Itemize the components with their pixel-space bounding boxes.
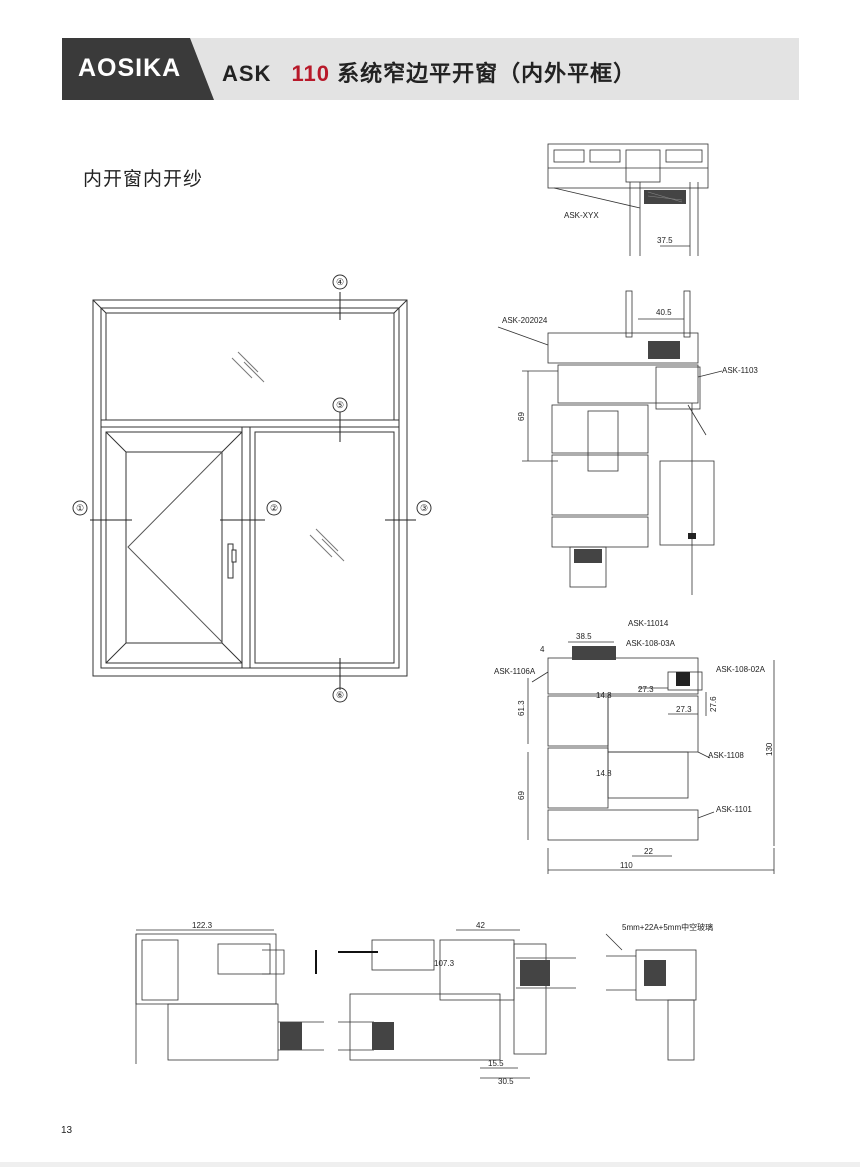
- dim-130: 130: [765, 742, 774, 756]
- marker-2: ②: [270, 503, 278, 513]
- label-ask-xyx: ASK-XYX: [564, 211, 599, 220]
- dim-42: 42: [476, 921, 485, 930]
- marker-6: ⑥: [336, 690, 344, 700]
- label-ask-202024: ASK-202024: [502, 316, 548, 325]
- dim-61-3: 61.3: [517, 700, 526, 716]
- label-ask-1106a: ASK-1106A: [494, 667, 536, 676]
- page-title: ASK 110 系统窄边平开窗（内外平框）: [222, 56, 636, 88]
- marker-1: ①: [76, 503, 84, 513]
- section-detail-middle: ASK-202024 ASK-1103 40.5 69: [497, 290, 758, 595]
- section-detail-lower: ASK-11014 ASK-108-03A ASK-1106A ASK-108-…: [494, 619, 775, 874]
- dim-69-mid: 69: [517, 412, 526, 421]
- marker-4: ④: [336, 277, 344, 287]
- marker-3: ③: [420, 503, 428, 513]
- dim-27-3-a: 27.3: [638, 685, 654, 694]
- label-ask-108-03a: ASK-108-03A: [626, 639, 676, 648]
- dim-107-3: 107.3: [434, 959, 455, 968]
- dim-14-8-b: 14.8: [596, 769, 612, 778]
- window-elevation: ④ ⑤ ⑥ ① ② ③: [72, 274, 432, 703]
- label-ask-1103: ASK-1103: [722, 366, 758, 375]
- dim-122-3: 122.3: [192, 921, 213, 930]
- dim-69-low: 69: [517, 791, 526, 800]
- logo-badge: [62, 38, 214, 100]
- brand-name: ASK: [222, 61, 272, 86]
- footer-bar: [0, 1162, 860, 1167]
- marker-5: ⑤: [336, 400, 344, 410]
- dim-38-5: 38.5: [576, 632, 592, 641]
- series-code: 110: [291, 61, 330, 86]
- label-ask-11014: ASK-11014: [628, 619, 669, 628]
- dim-37-5: 37.5: [657, 236, 673, 245]
- label-ask-108-02a: ASK-108-02A: [716, 665, 766, 674]
- section-title: 内开窗内开纱: [83, 169, 204, 190]
- label-ask-1108: ASK-1108: [708, 751, 744, 760]
- dim-40-5: 40.5: [656, 308, 672, 317]
- dim-110: 110: [620, 861, 633, 870]
- glass-spec-note: 5mm+22A+5mm中空玻璃: [622, 922, 713, 932]
- dim-27-6: 27.6: [709, 696, 718, 712]
- label-ask-1101: ASK-1101: [716, 805, 752, 814]
- page-number: 13: [61, 1125, 73, 1136]
- dim-15-5: 15.5: [488, 1059, 504, 1068]
- dim-14-8-a: 14.8: [596, 691, 612, 700]
- dim-4: 4: [540, 645, 545, 654]
- dim-22: 22: [644, 847, 653, 856]
- dim-27-3-b: 27.3: [676, 705, 692, 714]
- section-detail-top: ASK-XYX 37.5: [547, 143, 709, 256]
- dim-30-5: 30.5: [498, 1077, 514, 1086]
- section-detail-bottom: 122.3 42 107.3 15.5 30.5 5mm+22A+5mm中空玻璃: [135, 921, 713, 1086]
- series-name: 系统窄边平开窗（内外平框）: [337, 61, 637, 86]
- brand-logo: AOSIKA: [78, 54, 182, 82]
